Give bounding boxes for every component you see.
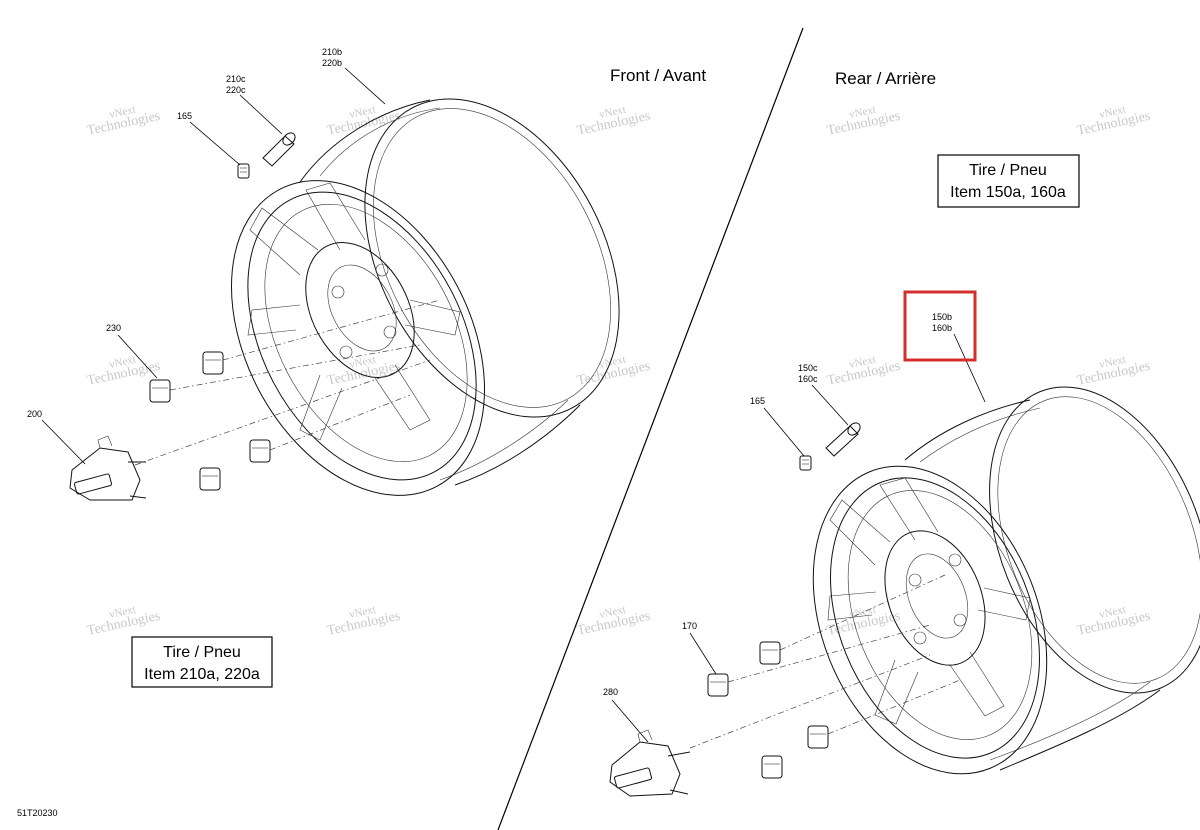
rear-valve-stem xyxy=(825,422,861,457)
axis-line xyxy=(827,679,961,735)
front-lug-nuts xyxy=(149,351,271,491)
svg-text:vNext: vNext xyxy=(1098,104,1127,121)
svg-text:vNext: vNext xyxy=(108,104,137,121)
axis-line xyxy=(269,394,411,451)
svg-text:vNext: vNext xyxy=(598,604,627,621)
axis-line xyxy=(779,574,946,651)
leader-lines xyxy=(41,67,986,743)
front-hub-cap xyxy=(69,435,147,501)
watermark: vNext Technologies xyxy=(326,604,402,639)
lug-nut xyxy=(761,755,783,779)
axis-line xyxy=(689,654,931,749)
watermark: vNext Technologies xyxy=(86,104,162,139)
axis-line xyxy=(169,344,421,391)
callout-label: 280 xyxy=(603,687,618,697)
watermark: vNext Technologies xyxy=(1076,104,1152,139)
rear-tire-line2: Item 150a, 160a xyxy=(950,184,1066,201)
lug-nut xyxy=(807,725,829,749)
callout-label: 220c xyxy=(226,85,246,95)
lug-nut xyxy=(199,467,221,491)
svg-text:vNext: vNext xyxy=(848,104,877,121)
rear-lug-nuts xyxy=(707,641,829,779)
svg-text:vNext: vNext xyxy=(108,604,137,621)
front-tire-line1: Tire / Pneu xyxy=(163,644,241,661)
callout-label: 200 xyxy=(27,409,42,419)
svg-text:vNext: vNext xyxy=(348,604,377,621)
lug-nut xyxy=(202,351,224,375)
watermark: vNext Technologies xyxy=(576,104,652,139)
axis-line xyxy=(727,624,931,683)
watermark: vNext Technologies xyxy=(1076,604,1152,639)
front-tire-line2: Item 210a, 220a xyxy=(144,666,260,683)
axis-line xyxy=(222,299,441,361)
svg-text:vNext: vNext xyxy=(598,354,627,371)
highlight-box xyxy=(903,290,977,362)
watermark: vNext Technologies xyxy=(576,604,652,639)
callout-label: 165 xyxy=(750,396,765,406)
callout-label: 230 xyxy=(106,323,121,333)
front-wheel-rim xyxy=(231,98,620,496)
front-tire-box: Tire / Pneu Item 210a, 220a xyxy=(131,636,273,688)
watermark: vNext Technologies xyxy=(86,604,162,639)
callout-label: 165 xyxy=(177,111,192,121)
watermark: vNext Technologies xyxy=(826,104,902,139)
section-divider xyxy=(497,27,804,830)
watermark: vNext Technologies xyxy=(1076,354,1152,389)
callout-label: 150c xyxy=(798,363,818,373)
callout-label: 220b xyxy=(322,58,342,68)
svg-text:vNext: vNext xyxy=(348,104,377,121)
lug-nut xyxy=(759,641,781,665)
lug-nut xyxy=(249,439,271,463)
rear-tire-line1: Tire / Pneu xyxy=(969,162,1047,179)
rear-hub-cap xyxy=(609,729,691,797)
callout-label: 150b xyxy=(932,312,952,322)
callout-label: 210b xyxy=(322,47,342,57)
watermark: vNext Technologies xyxy=(326,104,402,139)
rear-wheel-rim xyxy=(812,386,1200,775)
callout-label: 160b xyxy=(932,323,952,333)
diagram-id: 51T20230 xyxy=(17,808,58,818)
rear-valve-cap xyxy=(799,455,812,471)
svg-text:vNext: vNext xyxy=(848,354,877,371)
callout-label: 170 xyxy=(682,621,697,631)
svg-text:vNext: vNext xyxy=(598,104,627,121)
lug-nut xyxy=(707,673,729,697)
svg-text:vNext: vNext xyxy=(1098,354,1127,371)
rear-section-title: Rear / Arrière xyxy=(835,69,936,88)
front-valve-cap xyxy=(237,163,250,179)
front-section-title: Front / Avant xyxy=(610,66,706,85)
watermark: vNext Technologies xyxy=(326,354,402,389)
svg-text:vNext: vNext xyxy=(348,354,377,371)
front-valve-stem xyxy=(262,132,296,167)
lug-nut xyxy=(149,379,171,403)
rear-tire-box: Tire / Pneu Item 150a, 160a xyxy=(937,154,1080,208)
svg-text:vNext: vNext xyxy=(108,354,137,371)
callout-label: 210c xyxy=(226,74,246,84)
axis-line xyxy=(134,359,431,466)
watermark: vNext Technologies xyxy=(826,354,902,389)
callout-label: 160c xyxy=(798,374,818,384)
svg-text:vNext: vNext xyxy=(1098,604,1127,621)
